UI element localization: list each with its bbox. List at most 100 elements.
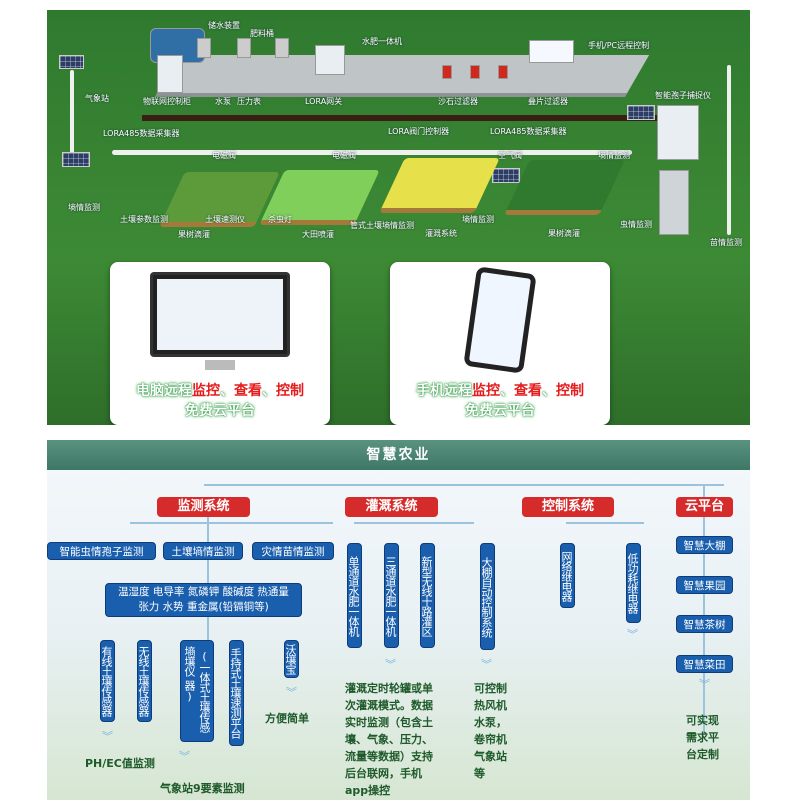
moisture-solar-icon xyxy=(62,152,90,167)
label-pump: 水泵 xyxy=(215,97,231,106)
prefix: 手机远程 xyxy=(416,383,472,399)
fertigation-machine xyxy=(315,45,345,75)
label-iot-cabinet: 物联网控制柜 xyxy=(143,97,191,106)
note-line: 气象站 xyxy=(474,750,507,763)
spore-trap xyxy=(657,105,699,160)
main-pipe xyxy=(142,115,677,121)
sand-filter xyxy=(470,65,480,79)
note-line: 等 xyxy=(474,767,485,780)
soil-parameters: 温湿度 电导率 氮磷钾 酸碱度 热通量张力 水势 重金属(铅镉铜等) xyxy=(105,583,302,617)
note-line: 水泵， xyxy=(474,716,507,729)
connector xyxy=(354,522,474,524)
phone-card-subtitle: 免费云平台 xyxy=(465,403,535,419)
sand-filter xyxy=(498,65,508,79)
label-spore-trap: 智能孢子捕捉仪 xyxy=(655,91,711,100)
monitor-stand xyxy=(205,360,235,370)
label-tube-soil-moisture: 管式土壤墒情监测 xyxy=(350,221,414,230)
device-soil-meter: 墒壤仪 (一体式土壤传感器) xyxy=(180,640,214,742)
label-moisture: 墒情监测 xyxy=(68,203,100,212)
word: 查看 xyxy=(514,383,542,399)
note-line: app操控 xyxy=(345,784,391,797)
label-lora-gateway: LORA网关 xyxy=(305,97,343,106)
note-line: 次灌溉模式。数据 xyxy=(345,699,433,712)
chevron-down-icon: ︾ xyxy=(699,678,710,691)
label-insect-monitor: 虫情监测 xyxy=(620,220,652,229)
insect-monitor xyxy=(659,170,689,235)
category-cloud: 云平台 xyxy=(676,497,733,517)
connector xyxy=(204,484,724,486)
label-disc-filter: 叠片过滤器 xyxy=(528,97,568,106)
sep: 、 xyxy=(262,383,276,399)
note-line: 可控制 xyxy=(474,682,507,695)
device-handheld-tester: 手持式土壤速测平台 xyxy=(229,640,244,746)
rapeseed-field xyxy=(379,158,500,213)
chevron-down-icon: ︾ xyxy=(385,658,396,671)
equipment-platform xyxy=(154,55,650,97)
note-line: 卷帘机 xyxy=(474,733,507,746)
label-fertilizer-bucket: 肥料桶 xyxy=(250,29,274,38)
word: 监控 xyxy=(472,383,500,399)
params-line: 温湿度 电导率 氮磷钾 酸碱度 热通量 xyxy=(118,586,289,598)
params-line: 张力 水势 重金属(铅镉铜等) xyxy=(138,601,269,613)
note-weather-9: 气象站9要素监测 xyxy=(160,782,245,795)
label-seedling-monitor: 苗情监测 xyxy=(710,238,742,247)
label-irrigation-system: 灌溉系统 xyxy=(425,229,457,238)
fertilizer-tank xyxy=(237,38,251,58)
chevron-down-icon: ︾ xyxy=(481,658,492,671)
diagram-title: 智慧农业 xyxy=(47,440,750,470)
note-easy: 方便简单 xyxy=(265,712,309,725)
monitor-icon xyxy=(150,272,290,357)
label-pressure-gauge: 压力表 xyxy=(237,97,261,106)
moisture-solar-icon xyxy=(492,168,520,183)
chevron-down-icon: ︾ xyxy=(627,628,638,641)
item-wireless-ten-zone: 新型无线十路灌区 xyxy=(420,543,435,648)
note-line: 壤、气象、压力、 xyxy=(345,733,433,746)
category-control: 控制系统 xyxy=(522,497,614,517)
irrigation-note: 灌溉定时轮罐或单次灌溉模式。数据实时监测（包含土壤、气象、压力、流量等数据）支持… xyxy=(345,680,465,799)
cloud-orchard: 智慧果园 xyxy=(676,576,733,594)
device-wireless-sensor: 无线土壤传感器 xyxy=(137,640,152,722)
label-lora-valve: LORA阀门控制器 xyxy=(388,127,450,136)
connector xyxy=(207,504,209,654)
label-water-storage: 储水装置 xyxy=(208,21,240,30)
pc-remote-card: 电脑远程监控、查看、控制 免费云平台 xyxy=(110,262,330,425)
chevron-down-icon: ︾ xyxy=(179,750,190,763)
sep: 、 xyxy=(500,383,514,399)
sep: 、 xyxy=(220,383,234,399)
device-wired-sensor: 有线土壤传感器 xyxy=(100,640,115,722)
label-insect-lamp: 杀虫灯 xyxy=(268,215,292,224)
word: 监控 xyxy=(192,383,220,399)
connector xyxy=(703,484,705,734)
item-low-power-relay: 低功耗继电器 xyxy=(626,543,641,623)
item-three-channel: 三通道水肥一体机 xyxy=(384,543,399,648)
label-solenoid-valve: 电磁阀 xyxy=(332,151,356,160)
note-line: 灌溉定时轮罐或单 xyxy=(345,682,433,695)
device-subtitle: (一体式土壤传感器) xyxy=(183,650,211,732)
phone-icon xyxy=(463,266,537,374)
label-remote-control: 手机/PC远程控制 xyxy=(588,41,650,50)
fertilizer-tank xyxy=(197,38,211,58)
sand-filter xyxy=(442,65,452,79)
sep: 、 xyxy=(542,383,556,399)
label-orchard-drip: 果树滴灌 xyxy=(178,230,210,239)
note-line: 可实现 xyxy=(686,714,719,727)
item-greenhouse-control: 大棚自动控制系统 xyxy=(480,543,495,650)
phone-remote-card: 手机远程监控、查看、控制 免费云平台 xyxy=(390,262,610,425)
label-sand-filter: 沙石过滤器 xyxy=(438,97,478,106)
label-lora485: LORA485数据采集器 xyxy=(103,129,180,138)
note-line: 实时监测（包含土 xyxy=(345,716,433,729)
item-soil-moisture: 土壤墒情监测 xyxy=(163,542,243,560)
cloud-note: 可实现需求平台定制 xyxy=(686,712,719,763)
note-line: 后台联网，手机 xyxy=(345,767,422,780)
connector xyxy=(130,522,333,524)
weather-station-solar-icon xyxy=(59,55,84,69)
label-weather-station: 气象站 xyxy=(85,94,109,103)
note-ph-ec: PH/EC值监测 xyxy=(85,757,155,770)
chevron-down-icon: ︾ xyxy=(286,686,297,699)
orchard-field xyxy=(504,160,625,215)
item-pest-spore: 智能虫情孢子监测 xyxy=(47,542,156,560)
label-soil-tester: 土壤速测仪 xyxy=(205,215,245,224)
pc-monitor xyxy=(529,40,574,63)
pc-card-title: 电脑远程监控、查看、控制 xyxy=(110,380,330,400)
note-line: 需求平 xyxy=(686,731,719,744)
